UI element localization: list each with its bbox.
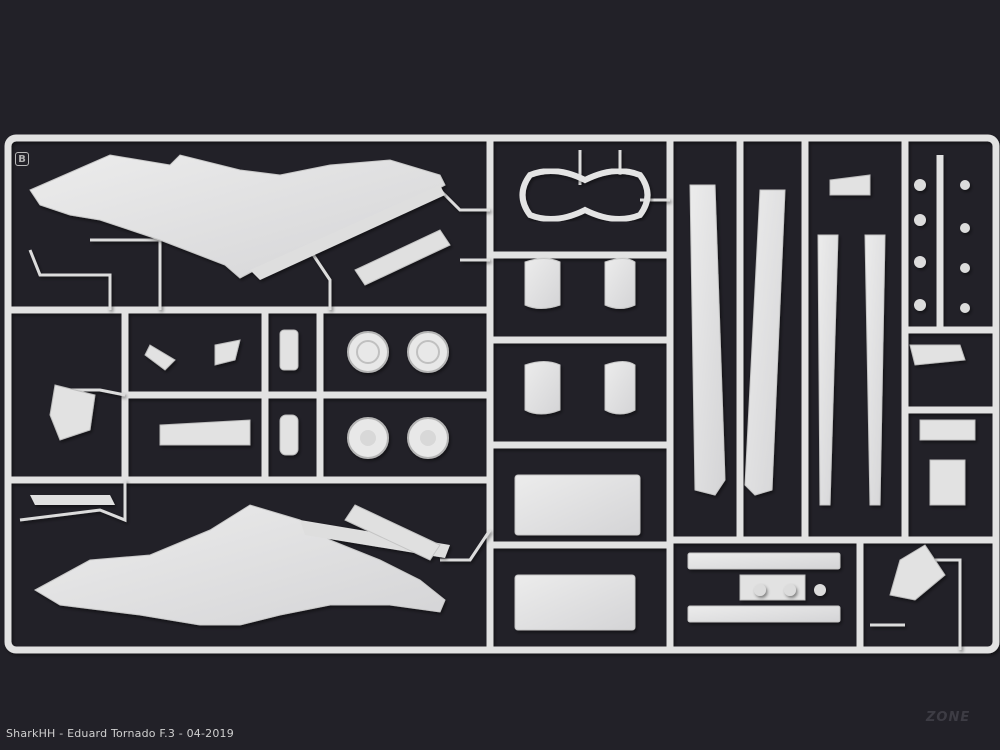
wing-lower — [30, 495, 450, 626]
wheels — [347, 331, 449, 459]
part-tabs — [754, 179, 970, 596]
intake-parts — [524, 258, 636, 415]
sprue-letter-badge: B — [15, 152, 29, 166]
flat-panels — [514, 474, 641, 631]
sprue-frame — [4, 134, 1000, 654]
wing-upper — [29, 154, 451, 286]
watermark: ZONE — [926, 710, 971, 725]
long-parts — [687, 184, 886, 623]
intake-ring — [519, 168, 651, 222]
photo-caption: SharkHH - Eduard Tornado F.3 - 04-2019 — [6, 727, 234, 740]
